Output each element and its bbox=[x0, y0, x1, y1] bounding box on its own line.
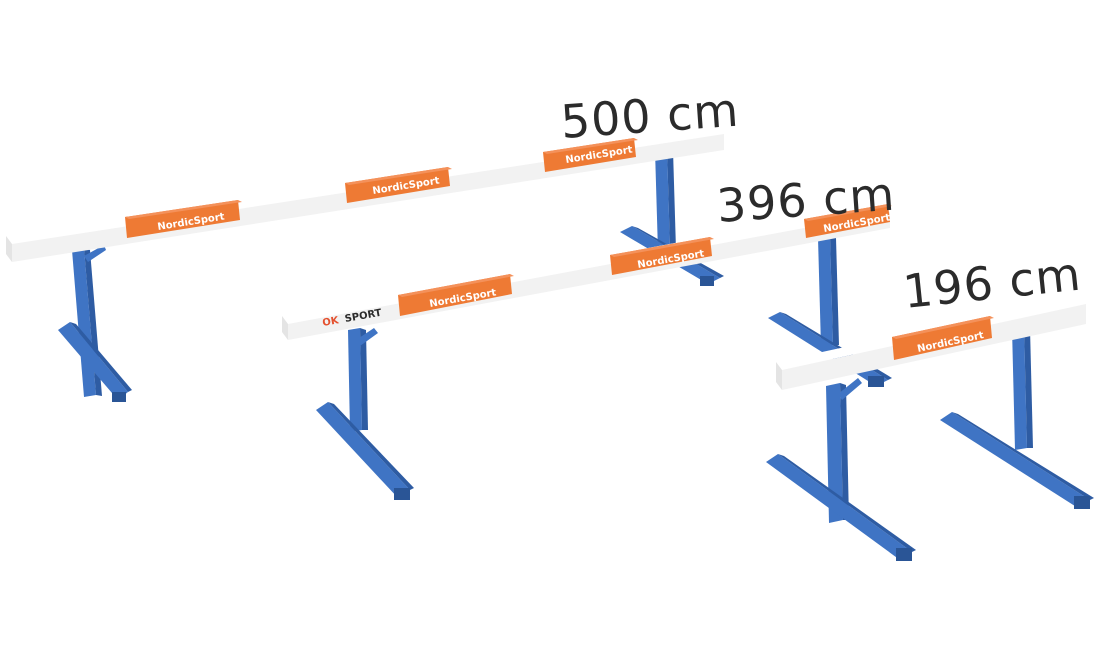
beam-196-stripe-1 bbox=[892, 316, 992, 360]
beam-500-stripe-2 bbox=[345, 167, 450, 203]
beam-500-length-label: 500 cm bbox=[559, 83, 741, 149]
beam-196-left-leg bbox=[766, 378, 916, 561]
beam-396-stripe-1 bbox=[398, 274, 512, 316]
beam-196-bar: NordicSport bbox=[776, 296, 1086, 390]
beam-500-stripe-1 bbox=[125, 200, 240, 238]
beam-396-hurdle: OK SPORT NordicSport NordicSport NordicS… bbox=[282, 167, 897, 500]
beam-396-stripe-2 bbox=[610, 237, 712, 275]
beam-196-hurdle: NordicSport 196 cm bbox=[766, 247, 1094, 561]
beam-196-right-leg bbox=[940, 326, 1094, 509]
beam-500-stripe-3 bbox=[543, 138, 636, 172]
beam-396-length-label: 396 cm bbox=[715, 167, 897, 233]
beam-396-stripe-3 bbox=[804, 204, 890, 238]
beam-500-hurdle: NordicSport NordicSport NordicSport 500 … bbox=[6, 83, 741, 402]
beam-396-left-leg bbox=[316, 328, 414, 500]
beam-396-bar: OK SPORT NordicSport NordicSport NordicS… bbox=[282, 204, 892, 340]
beam-500-bar: NordicSport NordicSport NordicSport bbox=[6, 126, 724, 262]
beam-500-left-leg bbox=[58, 245, 132, 402]
